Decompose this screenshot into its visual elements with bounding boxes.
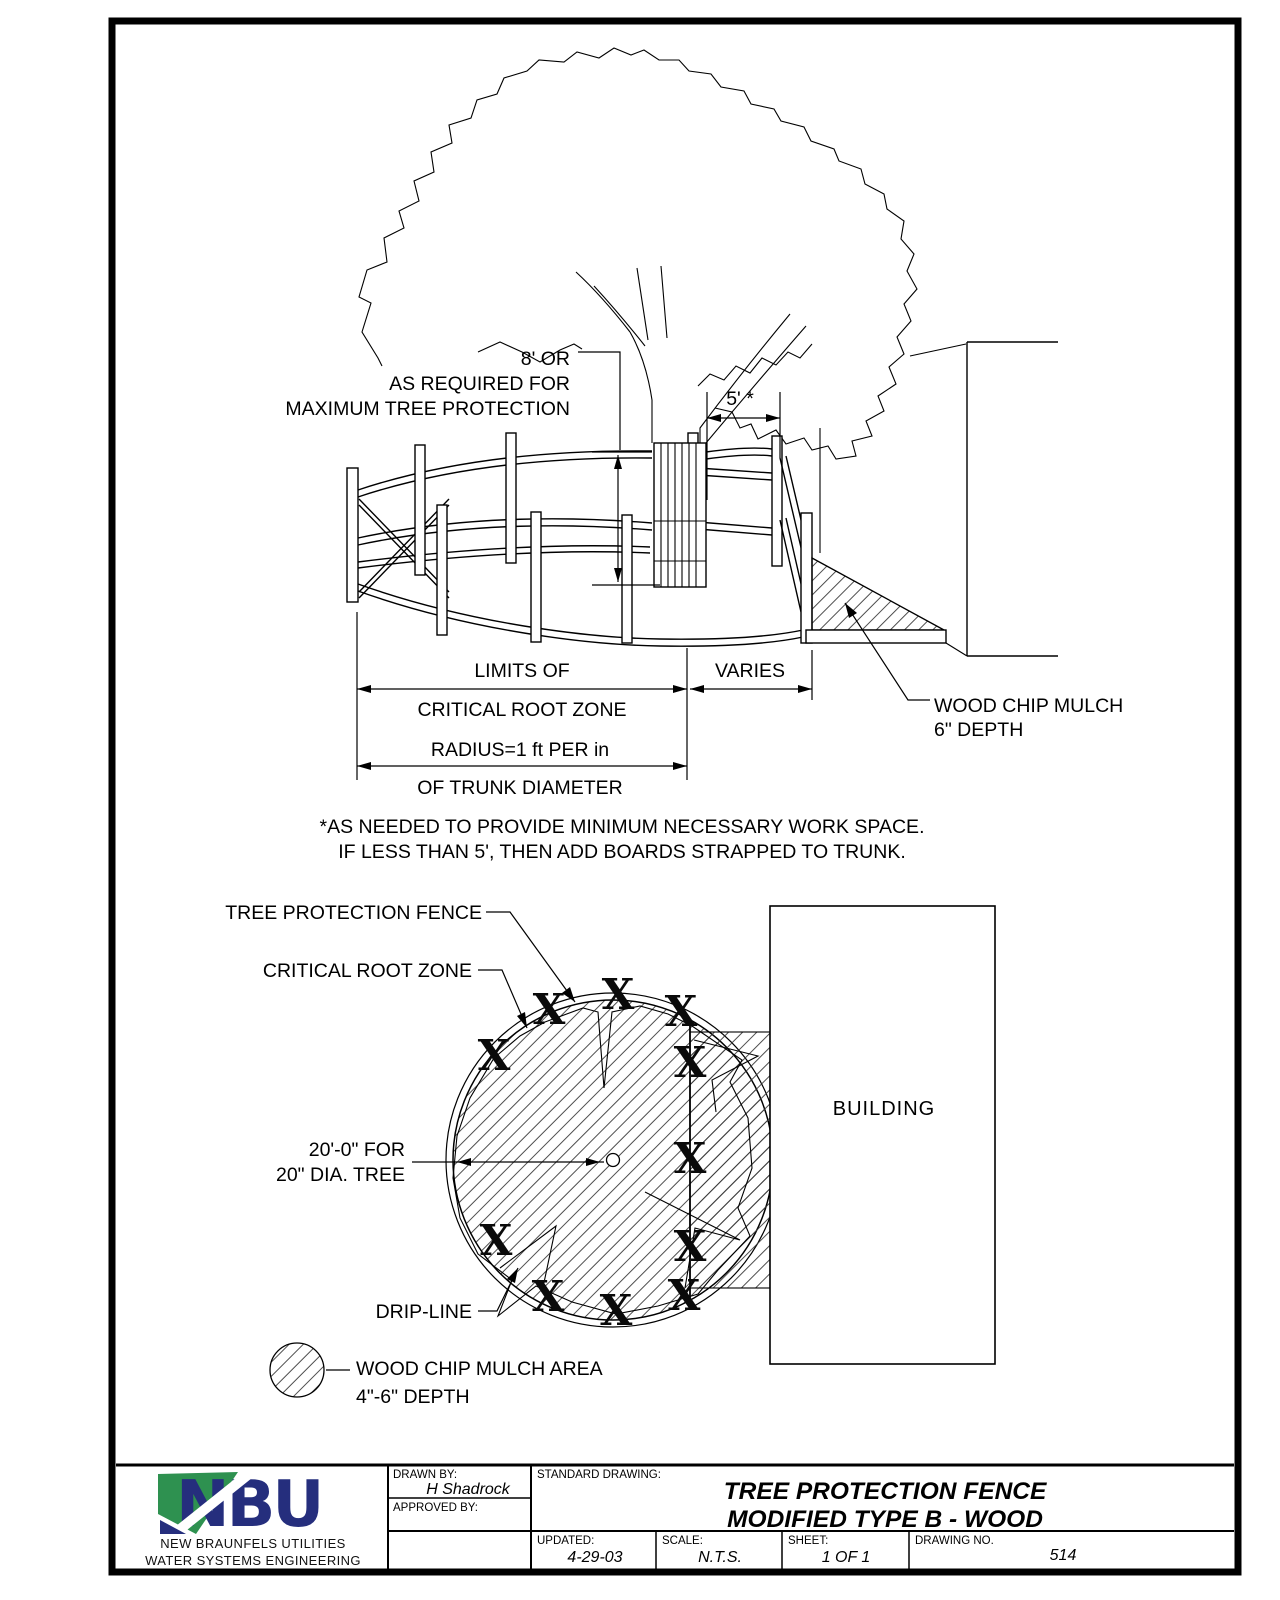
fence-post-x: X	[480, 1216, 513, 1265]
radius-label-line1: 20'-0" FOR	[309, 1139, 405, 1161]
legend-label-line2: 4"-6" DEPTH	[356, 1386, 470, 1408]
sheet-value: 1 OF 1	[822, 1549, 871, 1566]
fence-post-x: X	[674, 1134, 707, 1183]
dim-radius-line1: RADIUS=1 ft PER in	[431, 739, 609, 761]
dripline-label: DRIP-LINE	[376, 1301, 472, 1323]
tree-canopy-outline	[358, 47, 967, 460]
plan-view: BUILDING X X X X X X X X X	[225, 902, 996, 1408]
fence-post-x: X	[602, 970, 635, 1019]
company-line1: NEW BRAUNFELS UTILITIES	[160, 1536, 345, 1551]
legend-label-line1: WOOD CHIP MULCH AREA	[356, 1358, 603, 1380]
company-line2: WATER SYSTEMS ENGINEERING	[145, 1553, 361, 1568]
fence-post-x: X	[600, 1286, 633, 1335]
mulch-wedge	[805, 556, 968, 657]
fence-posts	[346, 432, 783, 644]
drawing-no-value: 514	[1050, 1547, 1077, 1564]
mulch-legend-swatch	[269, 1342, 325, 1398]
updated-value: 4-29-03	[567, 1549, 622, 1566]
plan-leaders	[478, 911, 576, 1312]
height-label-line2: AS REQUIRED FOR	[389, 373, 570, 395]
clearance-label: 5' *	[726, 388, 754, 410]
approved-by-label: APPROVED BY:	[393, 1502, 478, 1514]
root-zone-dimensions	[356, 612, 813, 780]
mulch-label-line1: WOOD CHIP MULCH	[934, 695, 1123, 717]
mulch-legend: WOOD CHIP MULCH AREA 4"-6" DEPTH	[269, 1342, 603, 1408]
fence-post-x: X	[478, 1031, 511, 1080]
nbu-logo-text: NBU	[176, 1468, 321, 1542]
tree-trunk-center	[605, 1152, 621, 1168]
sheet-label: SHEET:	[788, 1535, 828, 1547]
elevation-view: 8' OR AS REQUIRED FOR MAXIMUM TREE PROTE…	[285, 47, 1123, 863]
fence-post-x: X	[674, 1222, 707, 1271]
radius-leader	[412, 1158, 604, 1166]
dim-radius-line2: OF TRUNK DIAMETER	[417, 777, 622, 799]
building-rect	[769, 905, 996, 1365]
tree-trunk	[575, 265, 821, 553]
drawing-title-line1: TREE PROTECTION FENCE	[724, 1478, 1047, 1505]
height-label-line1: 8' OR	[521, 348, 570, 370]
note-line2: IF LESS THAN 5', THEN ADD BOARDS STRAPPE…	[338, 841, 906, 863]
height-dimension	[578, 351, 660, 586]
mulch-leader	[844, 602, 930, 701]
updated-label: UPDATED:	[537, 1535, 594, 1547]
root-zone-label: CRITICAL ROOT ZONE	[263, 960, 472, 982]
scale-value: N.T.S.	[698, 1549, 742, 1566]
note-line1: *AS NEEDED TO PROVIDE MINIMUM NECESSARY …	[320, 816, 925, 838]
nbu-logo-swoosh	[156, 1470, 262, 1542]
title-block: NBU NEW BRAUNFELS UTILITIES WATER SYSTEM…	[116, 1463, 1234, 1570]
nbu-logo-corner	[160, 1520, 186, 1534]
sheet-border	[108, 17, 1242, 1576]
drawing-title-line2: MODIFIED TYPE B - WOOD	[727, 1506, 1043, 1533]
drip-line-path	[452, 1005, 760, 1318]
drawn-by-value: H Shadrock	[426, 1481, 511, 1498]
building-wall-elevation	[966, 341, 1058, 657]
nbu-logo-green-shape	[158, 1472, 238, 1534]
fence-post-x: X	[532, 1272, 565, 1321]
scale-label: SCALE:	[662, 1535, 703, 1547]
dim-limits-line1: LIMITS OF	[474, 660, 569, 682]
mulch-label-line2: 6" DEPTH	[934, 719, 1023, 741]
fence-label: TREE PROTECTION FENCE	[225, 902, 482, 924]
fence-post-right	[800, 512, 813, 644]
nbu-logo: NBU	[156, 1468, 324, 1542]
dim-limits-line2: CRITICAL ROOT ZONE	[417, 699, 626, 721]
fence-post-x: X	[665, 987, 698, 1036]
standard-drawing-label: STANDARD DRAWING:	[537, 1469, 661, 1481]
radius-label-line2: 20" DIA. TREE	[276, 1164, 405, 1186]
fence-post-x: X	[533, 985, 566, 1034]
fence-right-braces	[697, 455, 810, 613]
fence-post-marks: X X X X X X X X X X X	[478, 970, 707, 1335]
fence-post-x: X	[674, 1038, 707, 1087]
trunk-protection-boards	[653, 442, 707, 588]
building-label: BUILDING	[833, 1098, 935, 1120]
drawing-no-label: DRAWING NO.	[915, 1535, 994, 1547]
clearance-dimension	[706, 392, 781, 500]
height-label-line3: MAXIMUM TREE PROTECTION	[285, 398, 570, 420]
dim-varies: VARIES	[715, 660, 785, 682]
drawn-by-label: DRAWN BY:	[393, 1469, 457, 1481]
fence-post-x: X	[668, 1271, 701, 1320]
